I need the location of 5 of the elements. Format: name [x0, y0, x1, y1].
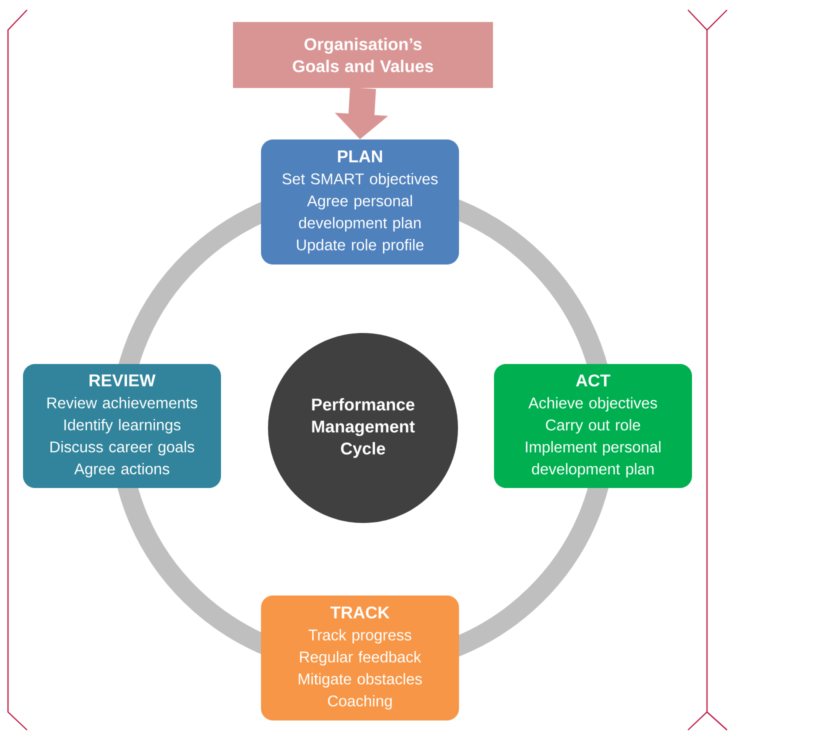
- banner-box: Organisation’s Goals and Values: [233, 22, 493, 88]
- stage-box: TRACK Track progress Regular feedback Mitigate obstacles Coaching: [261, 596, 459, 720]
- stage-box: PLAN Set SMART objectives Agree personal development plan Update role profile: [261, 140, 459, 264]
- stage-box: REVIEW Review achievements Identify learnings Discuss career goals Agree actions: [23, 364, 221, 488]
- stage-box: ACT Achieve objectives Carry out role Implement personal development plan: [494, 364, 692, 488]
